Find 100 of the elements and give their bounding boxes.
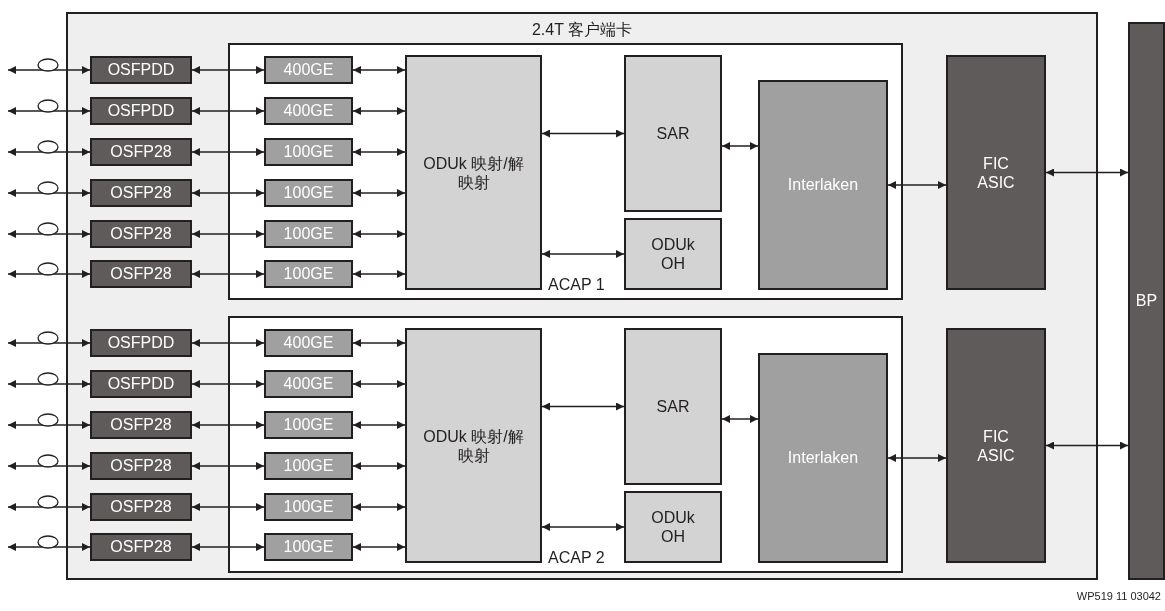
block-label: 100GE (283, 415, 334, 435)
arrow (7, 148, 91, 156)
asic-block (946, 328, 1046, 563)
port-box (90, 493, 192, 521)
port-label: OSFP28 (110, 142, 172, 162)
port-label: OSFP28 (110, 456, 172, 476)
port-box (90, 260, 192, 288)
arrow (352, 270, 406, 278)
arrow (721, 142, 759, 150)
arrow (887, 181, 947, 189)
mapping-block (405, 328, 542, 563)
arrow (352, 462, 406, 470)
port-label: OSFPDD (107, 60, 175, 80)
port-label: OSFP28 (110, 224, 172, 244)
arrow (541, 129, 625, 138)
port-box (90, 138, 192, 166)
arrow (191, 230, 265, 238)
figure-code: WP519 11 03042 (1076, 590, 1161, 602)
block-label: 100GE (283, 537, 334, 557)
card-panel (66, 12, 1098, 580)
block-label: ODUk OH (650, 234, 696, 274)
ethernet-block (264, 56, 353, 84)
port-label: OSFPDD (107, 333, 175, 353)
arrow (7, 380, 91, 388)
block-label: 100GE (283, 142, 334, 162)
port-label: OSFP28 (110, 415, 172, 435)
block-label: FIC ASIC (976, 426, 1016, 465)
ethernet-block (264, 220, 353, 248)
arrow (1045, 168, 1129, 177)
arrow (541, 250, 625, 258)
port-label: OSFP28 (110, 264, 172, 284)
arrow (191, 148, 265, 156)
arrow (7, 189, 91, 197)
arrow (7, 462, 91, 470)
overhead-block (624, 218, 722, 290)
block-label: Interlaken (787, 448, 859, 468)
block-label: Interlaken (787, 175, 859, 195)
arrow (191, 380, 265, 388)
interface-block (758, 80, 888, 290)
block-label: 400GE (283, 60, 334, 80)
block-label: BP (1135, 291, 1158, 311)
card-title: 2.4T 客户端卡 (531, 20, 633, 40)
arrow (352, 339, 406, 347)
backplane-block (1128, 22, 1165, 580)
overhead-block (624, 491, 722, 563)
block-label: ODUk OH (650, 507, 696, 547)
arrow (352, 107, 406, 115)
block-label: 100GE (283, 183, 334, 203)
sar-block (624, 55, 722, 212)
arrow (191, 107, 265, 115)
port-label: OSFP28 (110, 497, 172, 517)
arrow (191, 462, 265, 470)
arrow (887, 454, 947, 462)
block-label: FIC ASIC (976, 153, 1016, 192)
arrow (191, 189, 265, 197)
block-label: 400GE (283, 333, 334, 353)
port-label: OSFP28 (110, 537, 172, 557)
arrow (7, 107, 91, 115)
ethernet-block (264, 138, 353, 166)
ethernet-block (264, 493, 353, 521)
block-label: 100GE (283, 456, 334, 476)
port-label: OSFPDD (107, 374, 175, 394)
arrow (541, 523, 625, 531)
block-label: 100GE (283, 497, 334, 517)
ethernet-block (264, 533, 353, 561)
arrow (352, 189, 406, 197)
ethernet-block (264, 179, 353, 207)
port-box (90, 220, 192, 248)
ethernet-block (264, 260, 353, 288)
asic-block (946, 55, 1046, 290)
ethernet-block (264, 452, 353, 480)
ethernet-block (264, 329, 353, 357)
chip-label: ACAP 2 (548, 547, 605, 567)
arrow (721, 415, 759, 423)
arrow (191, 270, 265, 278)
port-box (90, 370, 192, 398)
arrow (352, 380, 406, 388)
arrow (352, 503, 406, 511)
arrow (7, 543, 91, 551)
port-box (90, 329, 192, 357)
block-label: SAR (656, 396, 690, 417)
arrow (541, 402, 625, 411)
block-label: 100GE (283, 264, 334, 284)
arrow (352, 543, 406, 551)
arrow (1045, 441, 1129, 450)
port-label: OSFP28 (110, 183, 172, 203)
arrow (7, 270, 91, 278)
port-box (90, 97, 192, 125)
arrow (191, 66, 265, 74)
arrow (7, 339, 91, 347)
sar-block (624, 328, 722, 485)
interface-block (758, 353, 888, 563)
chip-label: ACAP 1 (548, 274, 605, 294)
port-box (90, 452, 192, 480)
port-box (90, 179, 192, 207)
arrow (352, 148, 406, 156)
port-box (90, 411, 192, 439)
block-label: 100GE (283, 224, 334, 244)
ethernet-block (264, 370, 353, 398)
arrow (191, 421, 265, 429)
